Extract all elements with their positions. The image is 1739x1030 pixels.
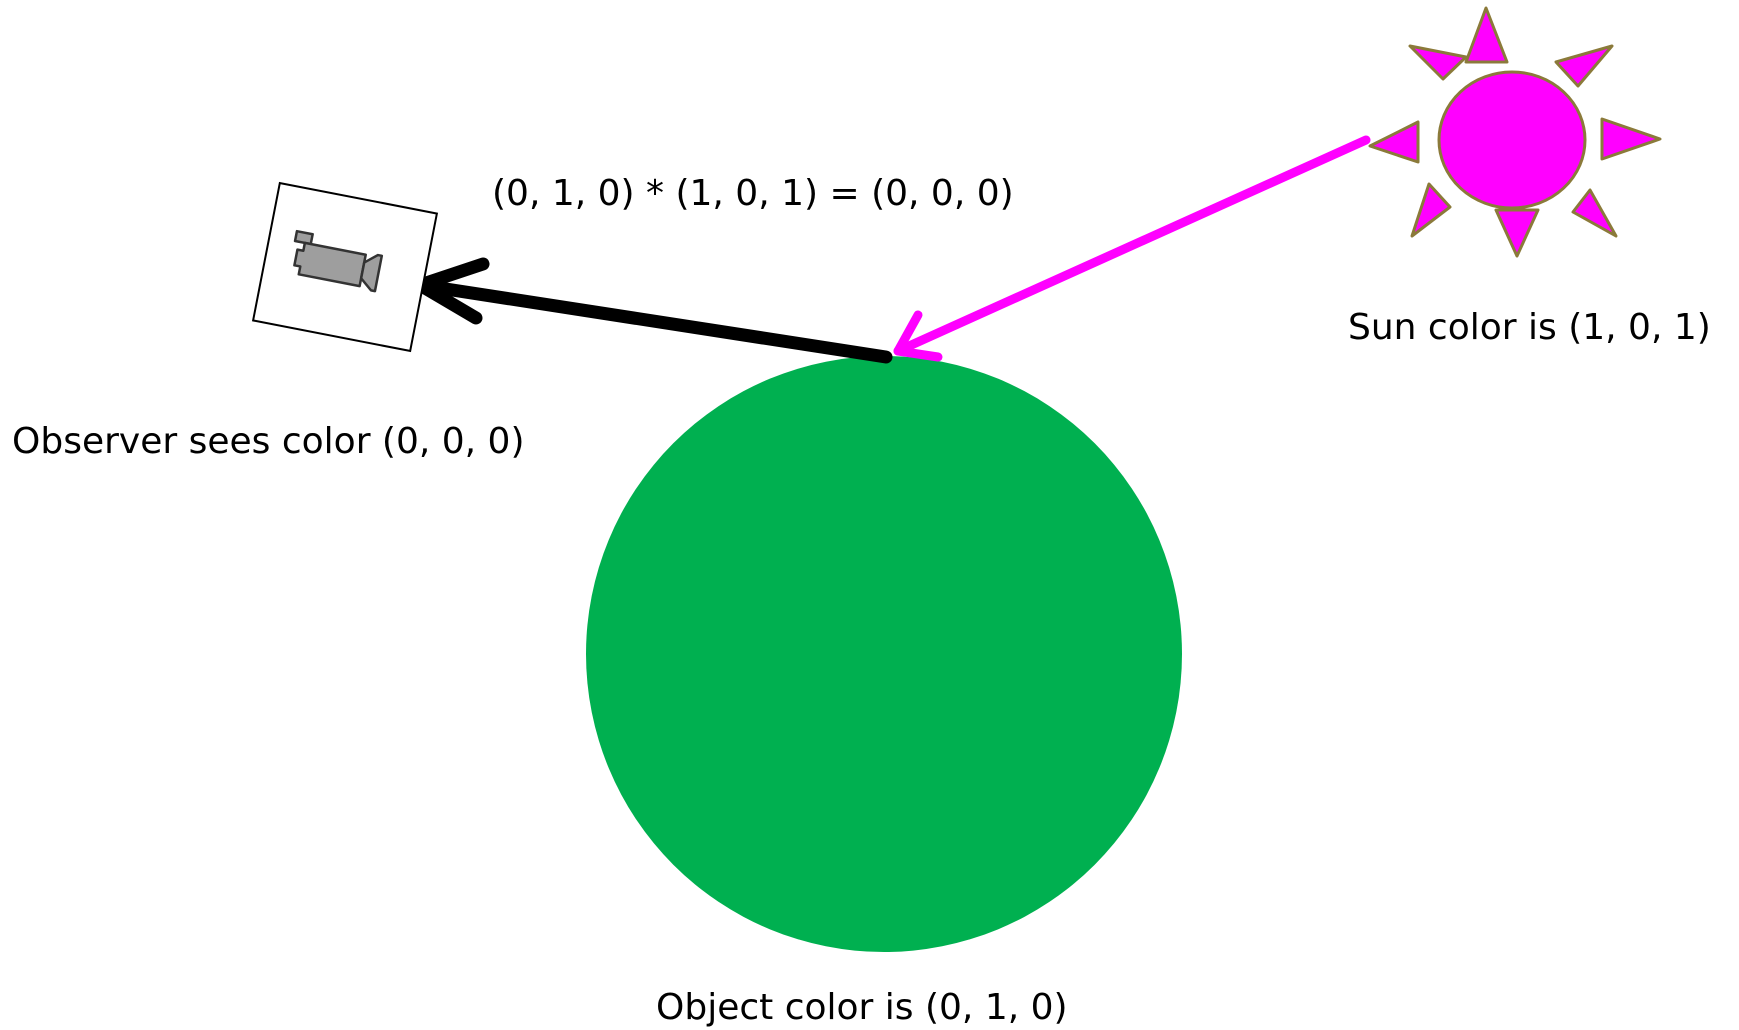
- camera-lens: [359, 253, 384, 293]
- sun-disk: [1437, 70, 1587, 210]
- object-label: Object color is (0, 1, 0): [656, 987, 1068, 1028]
- reflected-ray-shaft: [413, 278, 893, 364]
- observer-frame: [251, 181, 439, 353]
- reflected-light-ray: [413, 257, 893, 364]
- object-sphere: [586, 356, 1182, 952]
- sun-ray: [1494, 208, 1540, 258]
- observer-label: Observer sees color (0, 0, 0): [12, 421, 525, 462]
- camera-lens-top: [293, 229, 314, 246]
- sun-ray: [1554, 44, 1614, 88]
- sun-ray: [1368, 120, 1420, 164]
- sun-ray: [1410, 182, 1452, 238]
- incoming-light-ray: [893, 135, 1371, 362]
- sun-ray: [1571, 188, 1618, 238]
- sun-rays: [1368, 6, 1662, 258]
- incoming-ray-arrowhead: [893, 310, 943, 362]
- sun-ray: [1464, 6, 1509, 64]
- equation-label: (0, 1, 0) * (1, 0, 1) = (0, 0, 0): [492, 173, 1014, 214]
- sun-icon: [1368, 6, 1662, 258]
- camera-icon: [293, 229, 384, 293]
- sun-ray: [1408, 44, 1468, 81]
- sun-ray: [1600, 117, 1662, 161]
- incoming-ray-shaft: [893, 135, 1371, 356]
- sun-label: Sun color is (1, 0, 1): [1348, 307, 1711, 348]
